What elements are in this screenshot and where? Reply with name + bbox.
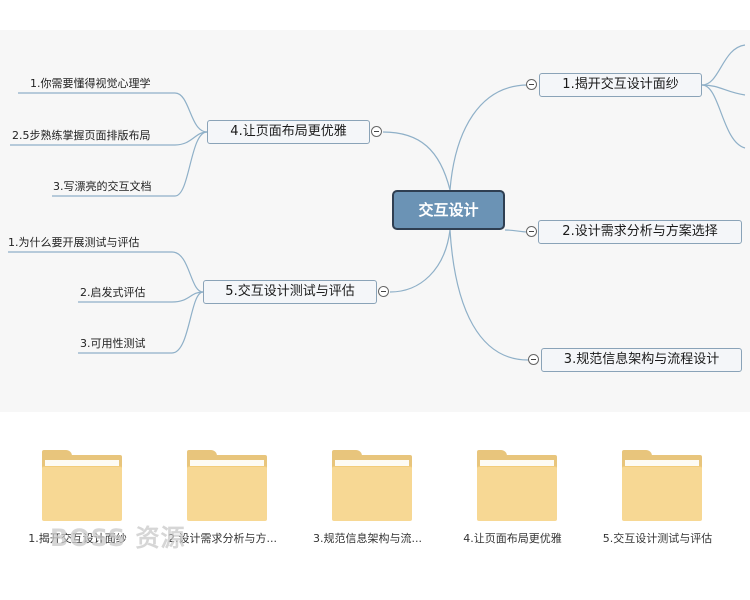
- folder-icon: [187, 450, 267, 521]
- folder-icon: [332, 450, 412, 521]
- collapse-toggle-icon[interactable]: [526, 226, 537, 237]
- folder-item[interactable]: 1.揭开交互设计面纱: [5, 440, 150, 550]
- folder-label: 3.规范信息架构与流...: [313, 532, 422, 545]
- folder-item[interactable]: 4.让页面布局更优雅: [440, 440, 585, 550]
- folder-item[interactable]: 2.设计需求分析与方...: [150, 440, 295, 550]
- collapse-toggle-icon[interactable]: [526, 79, 537, 90]
- folder-label: 5.交互设计测试与评估: [602, 532, 713, 545]
- leaf-node[interactable]: 2.启发式评估: [80, 286, 146, 299]
- folder-icon: [622, 450, 702, 521]
- leaf-node[interactable]: 2.5步熟练掌握页面排版布局: [12, 129, 151, 142]
- central-topic[interactable]: 交互设计: [392, 190, 505, 230]
- branch-node-1[interactable]: 1.揭开交互设计面纱: [539, 73, 702, 97]
- branch-node-4[interactable]: 4.让页面布局更优雅: [207, 120, 370, 144]
- folder-list: 1.揭开交互设计面纱 2.设计需求分析与方... 3.规范信息架构与流... 4…: [0, 440, 750, 560]
- leaf-node[interactable]: 1.你需要懂得视觉心理学: [30, 77, 151, 90]
- branch-node-3[interactable]: 3.规范信息架构与流程设计: [541, 348, 742, 372]
- leaf-node[interactable]: 3.可用性测试: [80, 337, 146, 350]
- folder-label: 4.让页面布局更优雅: [463, 532, 562, 545]
- leaf-node[interactable]: 3.写漂亮的交互文档: [53, 180, 152, 193]
- folder-icon: [477, 450, 557, 521]
- branch-node-5[interactable]: 5.交互设计测试与评估: [203, 280, 377, 304]
- mindmap-connectors: [8, 44, 746, 361]
- branch-node-2[interactable]: 2.设计需求分析与方案选择: [538, 220, 742, 244]
- collapse-toggle-icon[interactable]: [378, 286, 389, 297]
- folder-item[interactable]: 5.交互设计测试与评估: [585, 440, 730, 550]
- folder-label: 2.设计需求分析与方...: [168, 532, 277, 545]
- mindmap-canvas: 交互设计 1.揭开交互设计面纱 2.设计需求分析与方案选择 3.规范信息架构与流…: [0, 30, 750, 412]
- collapse-toggle-icon[interactable]: [371, 126, 382, 137]
- folder-icon: [42, 450, 122, 521]
- folder-item[interactable]: 3.规范信息架构与流...: [295, 440, 440, 550]
- collapse-toggle-icon[interactable]: [528, 354, 539, 365]
- folder-label: 1.揭开交互设计面纱: [28, 532, 127, 545]
- leaf-node[interactable]: 1.为什么要开展测试与评估: [8, 236, 140, 249]
